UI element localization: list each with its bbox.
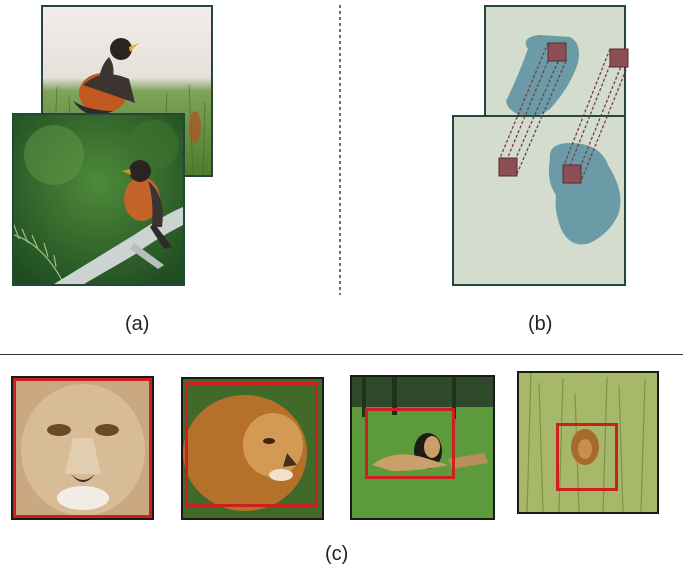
patch-back-2 [609,48,629,68]
lion-thumb-2 [181,377,324,520]
bounding-box-1 [13,378,152,518]
patch-front-1 [498,157,518,177]
lion-thumb-3 [350,375,495,520]
lion-thumb-4 [517,371,659,514]
lion-thumb-1 [11,376,154,520]
correspondence-diagram [452,5,629,286]
caption-a: (a) [125,313,150,335]
patch-back-1 [547,42,567,62]
robin-photo-front [12,113,185,286]
patch-front-2 [562,164,582,184]
panel-divider-dotted [339,5,341,295]
bounding-box-2 [185,382,318,507]
bounding-box-4 [556,423,618,491]
bounding-box-3 [365,408,455,479]
section-separator [0,354,683,355]
caption-c: (c) [325,543,349,565]
caption-b: (b) [528,313,553,335]
